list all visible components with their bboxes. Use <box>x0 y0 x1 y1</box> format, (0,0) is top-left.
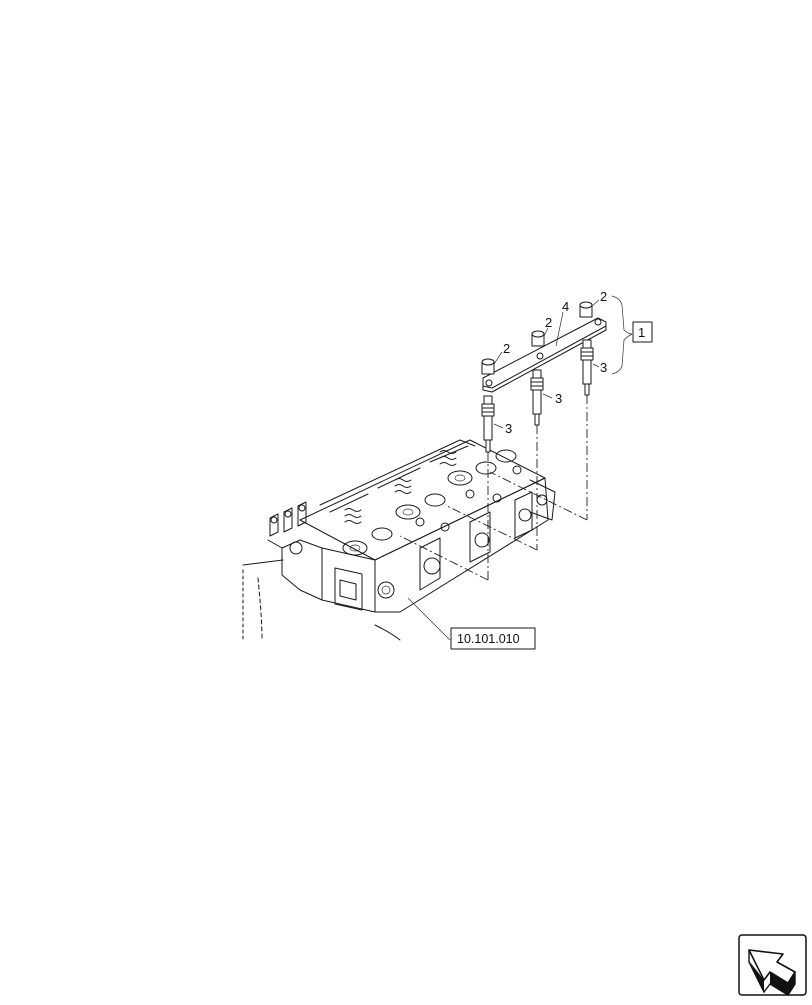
callout-nut-left: 2 <box>503 341 510 356</box>
callout-plug-mid: 3 <box>555 391 562 406</box>
callout-plug-left: 3 <box>505 421 512 436</box>
next-page-arrow-icon[interactable] <box>738 934 807 996</box>
glow-plug-mid <box>530 369 544 426</box>
glow-plug-connector-bar <box>482 317 607 393</box>
callout-bar: 4 <box>562 299 569 314</box>
leader-lines <box>407 295 633 641</box>
nut-right <box>579 301 593 318</box>
callout-assembly-box: 1 <box>632 321 653 343</box>
nut-left <box>481 358 495 375</box>
reference-label-box[interactable]: 10.101.010 <box>450 627 536 650</box>
nut-mid <box>531 330 545 347</box>
callout-nut-mid: 2 <box>545 315 552 330</box>
glow-plug-right <box>580 339 594 396</box>
cylinder-head-drawing <box>242 439 556 641</box>
callout-nut-right: 2 <box>600 289 607 304</box>
callout-plug-right: 3 <box>600 360 607 375</box>
callout-assembly: 1 <box>638 325 645 340</box>
reference-label: 10.101.010 <box>457 632 520 646</box>
glow-plug-left <box>481 395 495 453</box>
